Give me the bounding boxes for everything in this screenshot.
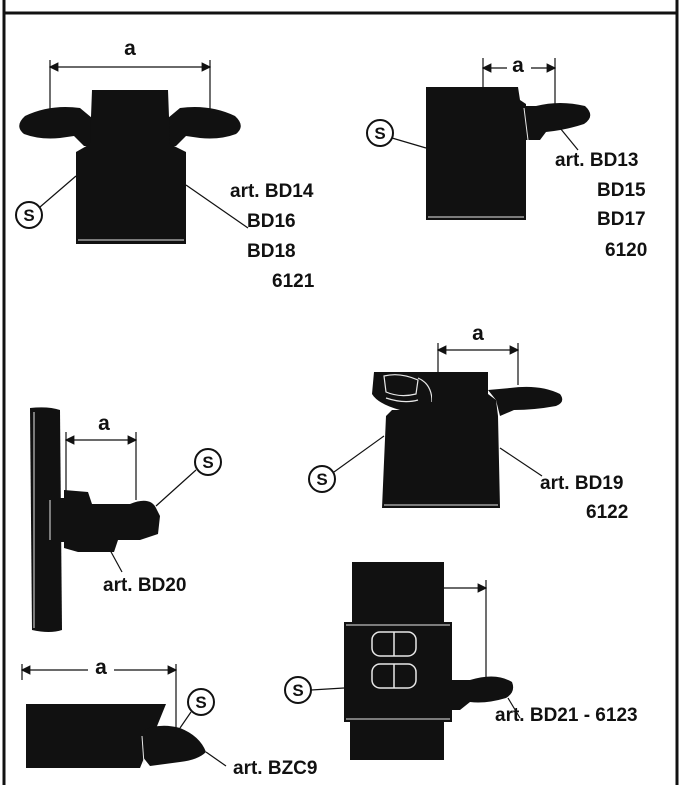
article-label: BD18	[247, 241, 296, 262]
thumb-turn	[444, 676, 514, 710]
cylinder-body	[64, 490, 160, 552]
seal-label: S	[292, 681, 303, 700]
article-label: art. BD13	[555, 150, 638, 171]
article-label: 6121	[272, 271, 315, 292]
seal-circle	[366, 119, 394, 147]
article-label: art. BD19	[540, 473, 623, 494]
seal-label: S	[202, 453, 213, 472]
cylinder-body	[382, 372, 500, 508]
article-label: art. BD20	[103, 575, 186, 596]
article-label: 6120	[605, 240, 647, 261]
cylinder-body-upper	[352, 562, 444, 622]
seal-circle	[194, 448, 222, 476]
thumb-turn	[140, 725, 206, 766]
screw-detail	[371, 631, 417, 689]
dimension-label: a	[124, 37, 136, 60]
article-label: BD16	[247, 211, 296, 232]
seal-label: S	[195, 693, 206, 712]
figure-bd19: a S art. BD19 6122	[308, 322, 628, 523]
seal-label: S	[374, 124, 385, 143]
article-label: 6122	[586, 502, 628, 523]
dimension-label: a	[512, 54, 524, 77]
article-label: BD15	[597, 180, 646, 201]
article-label: art. BD14	[230, 181, 314, 202]
seal-circle	[308, 465, 336, 493]
seal-circle	[187, 688, 215, 716]
cylinder-body	[76, 90, 186, 244]
figure-bd14: a S art. BD14 BD16 BD18 6121	[15, 37, 315, 292]
thumb-turn-left	[372, 372, 442, 410]
dimension-label: a	[98, 412, 110, 435]
article-label: art. BZC9	[233, 758, 317, 779]
flange-plate	[344, 622, 452, 722]
thumb-turn-right-wing	[168, 107, 241, 146]
thumb-turn-right	[488, 386, 563, 416]
cylinder-body	[26, 704, 166, 768]
dimension-label: a	[95, 656, 107, 679]
cylinder-body	[426, 87, 526, 220]
seal-label: S	[316, 470, 327, 489]
figure-bd21: a S art. BD21 - 6123	[284, 562, 638, 760]
seal-circle	[15, 201, 43, 229]
figure-bd13: a S art. BD13 BD15 BD17 6120	[366, 54, 647, 261]
dimension-label: a	[472, 322, 484, 345]
figure-bzc9: a S art. BZC9	[20, 656, 317, 779]
figure-bd20: a S art. BD20	[30, 407, 222, 632]
article-label: BD17	[597, 209, 646, 230]
thumb-turn-left-wing	[19, 107, 92, 146]
article-label: art. BD21 - 6123	[495, 705, 638, 726]
seal-label: S	[23, 206, 34, 225]
thumb-turn	[522, 103, 591, 140]
cylinder-body-lower	[350, 722, 444, 760]
